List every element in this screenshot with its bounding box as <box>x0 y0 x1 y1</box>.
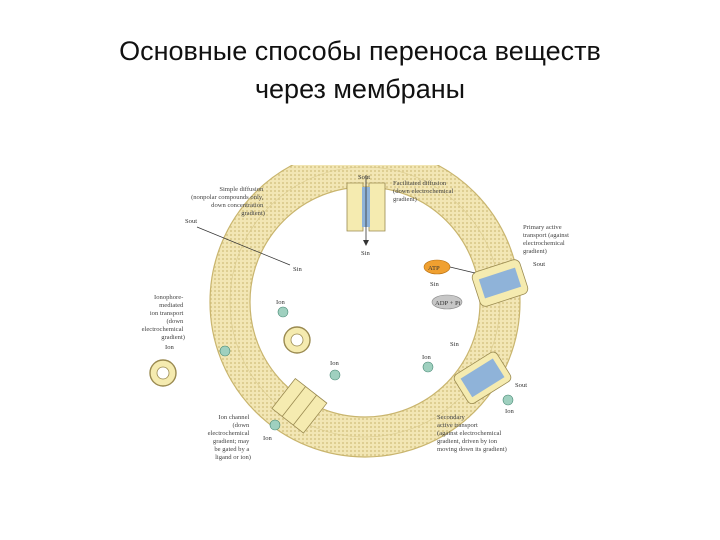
ionophore-complex-outer <box>150 360 176 386</box>
ion-secondary-outer: Ion <box>503 395 514 415</box>
svg-text:Ion: Ion <box>505 408 514 415</box>
ion-channel-inner: Ion <box>330 360 340 380</box>
svg-text:Ion: Ion <box>422 354 431 361</box>
label-ion-channel: Ion channel (down electrochemical gradie… <box>208 414 251 461</box>
s-out-simple: Sout <box>185 218 197 225</box>
s-secondary-out: Sout <box>515 382 527 389</box>
adp-molecule: ADP + Pi <box>432 295 462 309</box>
ionophore-complex-inner <box>284 327 310 353</box>
atp-molecule: ATP <box>424 260 450 274</box>
facilitated-diffusion-transporter <box>347 175 385 246</box>
title-line-1: Основные способы переноса веществ <box>0 32 720 70</box>
adp-label: ADP + Pi <box>435 300 461 307</box>
svg-text:Ion: Ion <box>276 299 285 306</box>
s-secondary-in: Sin <box>450 341 459 348</box>
slide-title: Основные способы переноса веществ через … <box>0 32 720 108</box>
ion-channel-outer: Ion <box>263 420 280 442</box>
ion-ionophore-inner: Ion <box>276 299 288 317</box>
atp-label: ATP <box>428 265 440 272</box>
s-in-simple: Sin <box>293 266 302 273</box>
label-secondary-active: Secondary active transport (against elec… <box>437 414 507 453</box>
svg-text:Ion: Ion <box>330 360 339 367</box>
label-ionophore: Ionophore- mediated ion transport (down … <box>142 294 185 341</box>
svg-text:Ion: Ion <box>263 435 272 442</box>
label-simple-diffusion: Simple diffusion (nonpolar compounds onl… <box>191 186 265 217</box>
s-in-top: Sin <box>361 250 370 257</box>
svg-text:Ion: Ion <box>165 344 174 351</box>
s-out-primary: Sout <box>533 261 545 268</box>
membrane-transport-diagram: ATP ADP + Pi Ion Ion Ion Ion <box>125 165 600 465</box>
label-primary-active: Primary active transport (against electr… <box>523 224 571 255</box>
ion-secondary-inner: Ion <box>422 354 433 372</box>
title-line-2: через мембраны <box>0 70 720 108</box>
s-in-primary: Sin <box>430 281 439 288</box>
s-out-top: Sout <box>358 174 370 181</box>
